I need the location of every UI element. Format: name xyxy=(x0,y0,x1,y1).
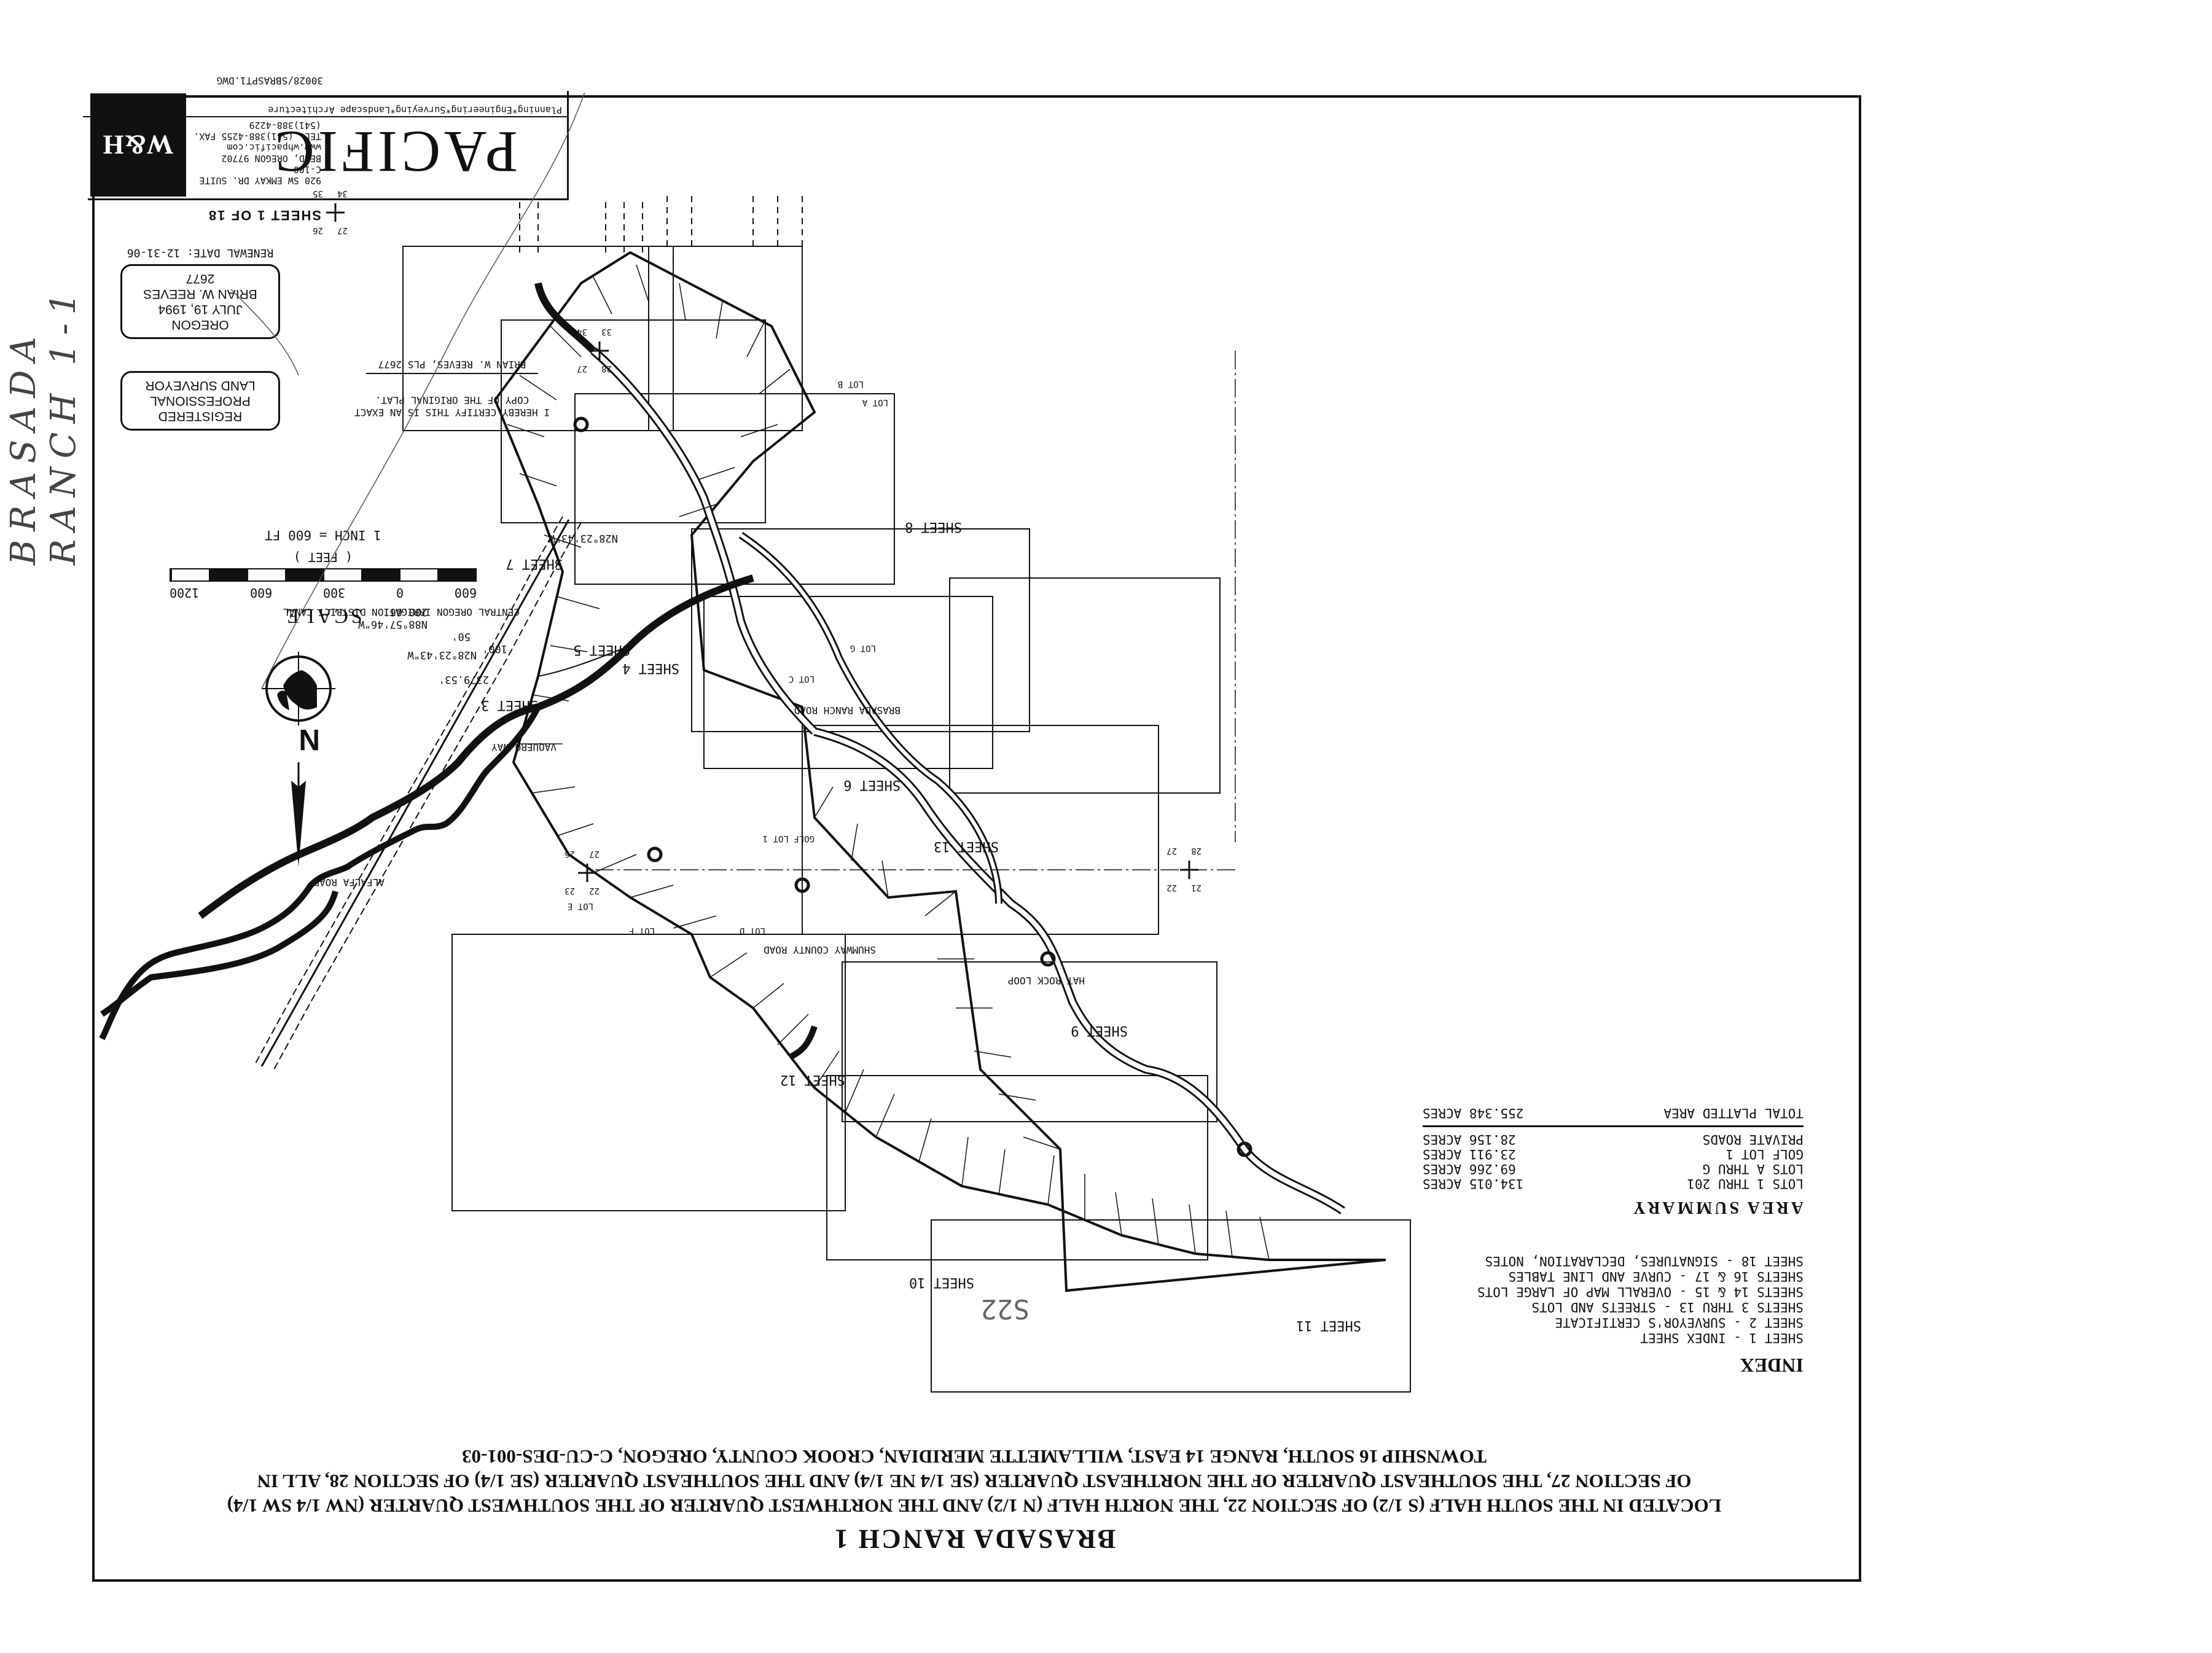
corner-label: 34 xyxy=(577,327,587,337)
sheet-outline xyxy=(931,1219,1411,1393)
sheet-label: SHEET 7 xyxy=(506,556,563,571)
sheet-label: SHEET 12 xyxy=(780,1072,845,1087)
road-label: HAT ROCK LOOP xyxy=(1008,975,1085,987)
lot-label: LOT D xyxy=(740,926,765,936)
corner-label: 22 xyxy=(589,886,600,896)
plat-boundary xyxy=(493,251,1386,1292)
corner-label: 26 xyxy=(565,849,575,859)
sheet-outline xyxy=(842,961,1217,1122)
lot-label: LOT C xyxy=(789,674,815,684)
sheet-outline xyxy=(501,319,766,523)
bearing-label: N88°57'46"W xyxy=(358,618,428,630)
corner-label: 28 xyxy=(1191,846,1202,856)
sheet-outline xyxy=(826,1075,1208,1260)
sheet-label: SHEET 4 xyxy=(622,660,679,676)
sheet-label: SHEET 9 xyxy=(1071,1023,1128,1038)
sheet-label: SHEET 10 xyxy=(909,1275,974,1290)
road-label: BRASADA RANCH ROAD xyxy=(794,705,901,716)
corner-label: 22 xyxy=(1167,883,1177,893)
plat-sheet: BRASADA RANCH 1 LOCATED IN THE SOUTH HAL… xyxy=(83,75,1861,1582)
lot-label: LOT B xyxy=(838,379,864,389)
sheet-outline xyxy=(691,528,1030,732)
road-label: ALFALFA ROAD xyxy=(313,877,385,888)
bearing-label: 100' xyxy=(482,643,507,655)
margin-note: BRASADA RANCH 1-1 xyxy=(4,284,84,565)
lot-label: LOT G xyxy=(850,643,876,653)
road-label: SHUMWAY COUNTY ROAD xyxy=(764,944,876,956)
sheet-label: SHEET 6 xyxy=(843,777,901,792)
sheet-outline xyxy=(802,725,1159,935)
plat-map: S22 SHEET 10 SHEET 11 SHEET 12 SHEET 9 S… xyxy=(99,93,1411,1393)
corner-label: 33 xyxy=(601,327,612,337)
road-hat-rock-loop xyxy=(813,727,1345,1214)
sheet-outline xyxy=(574,393,895,585)
corner-label: 34 xyxy=(337,189,348,198)
lot-label: LOT E xyxy=(568,901,593,911)
corner-label: 27 xyxy=(589,849,600,859)
sheet-label: SHEET 13 xyxy=(934,838,999,854)
lot-label: GOLF LOT 1 xyxy=(763,834,815,843)
corner-label: 26 xyxy=(313,225,323,235)
corner-label: 27 xyxy=(1167,846,1177,856)
section-label: S22 xyxy=(981,1293,1030,1324)
north-arrow: N xyxy=(249,627,348,873)
sheet-outline xyxy=(402,246,674,431)
bearing-label: 50' xyxy=(451,630,471,643)
corner-label: 28 xyxy=(601,364,612,373)
corner-label: 27 xyxy=(337,225,348,235)
drawing-file: 30028/SBRASPT1.DWG xyxy=(216,75,323,87)
sheet-label: SHEET 3 xyxy=(481,697,538,713)
corner-label: 27 xyxy=(577,364,587,373)
bearing-label: N28°23'43"W xyxy=(549,532,618,544)
road-label: VAQUERO WAY xyxy=(491,741,557,753)
road-label: CENTRAL OREGON IRRIGATION DISTRICT CANAL xyxy=(283,606,520,618)
bearing-label: N28°23'43"W xyxy=(407,649,477,661)
sheet-label: SHEET 11 xyxy=(1296,1318,1361,1333)
sheet-outline xyxy=(648,246,803,431)
sheet-label: SHEET 5 xyxy=(573,642,630,657)
corner-label: 23 xyxy=(565,886,575,896)
sheet-outline xyxy=(451,934,846,1211)
lot-label: LOT F xyxy=(629,926,655,936)
bearing-label: 200.66' xyxy=(383,606,428,618)
road-alfalfa xyxy=(788,1025,818,1060)
north-arrow-icon xyxy=(262,652,335,867)
road-vaquero-way xyxy=(198,574,754,919)
sheet-label: SHEET 8 xyxy=(905,519,962,534)
bearing-label: 2379.53' xyxy=(439,673,489,686)
canal-line xyxy=(273,522,582,1070)
sheet-outline xyxy=(949,577,1221,794)
lot-label: LOT A xyxy=(862,397,888,407)
sheet-outline xyxy=(703,596,993,769)
corner-label: 35 xyxy=(313,189,323,198)
corner-label: 21 xyxy=(1191,883,1202,893)
